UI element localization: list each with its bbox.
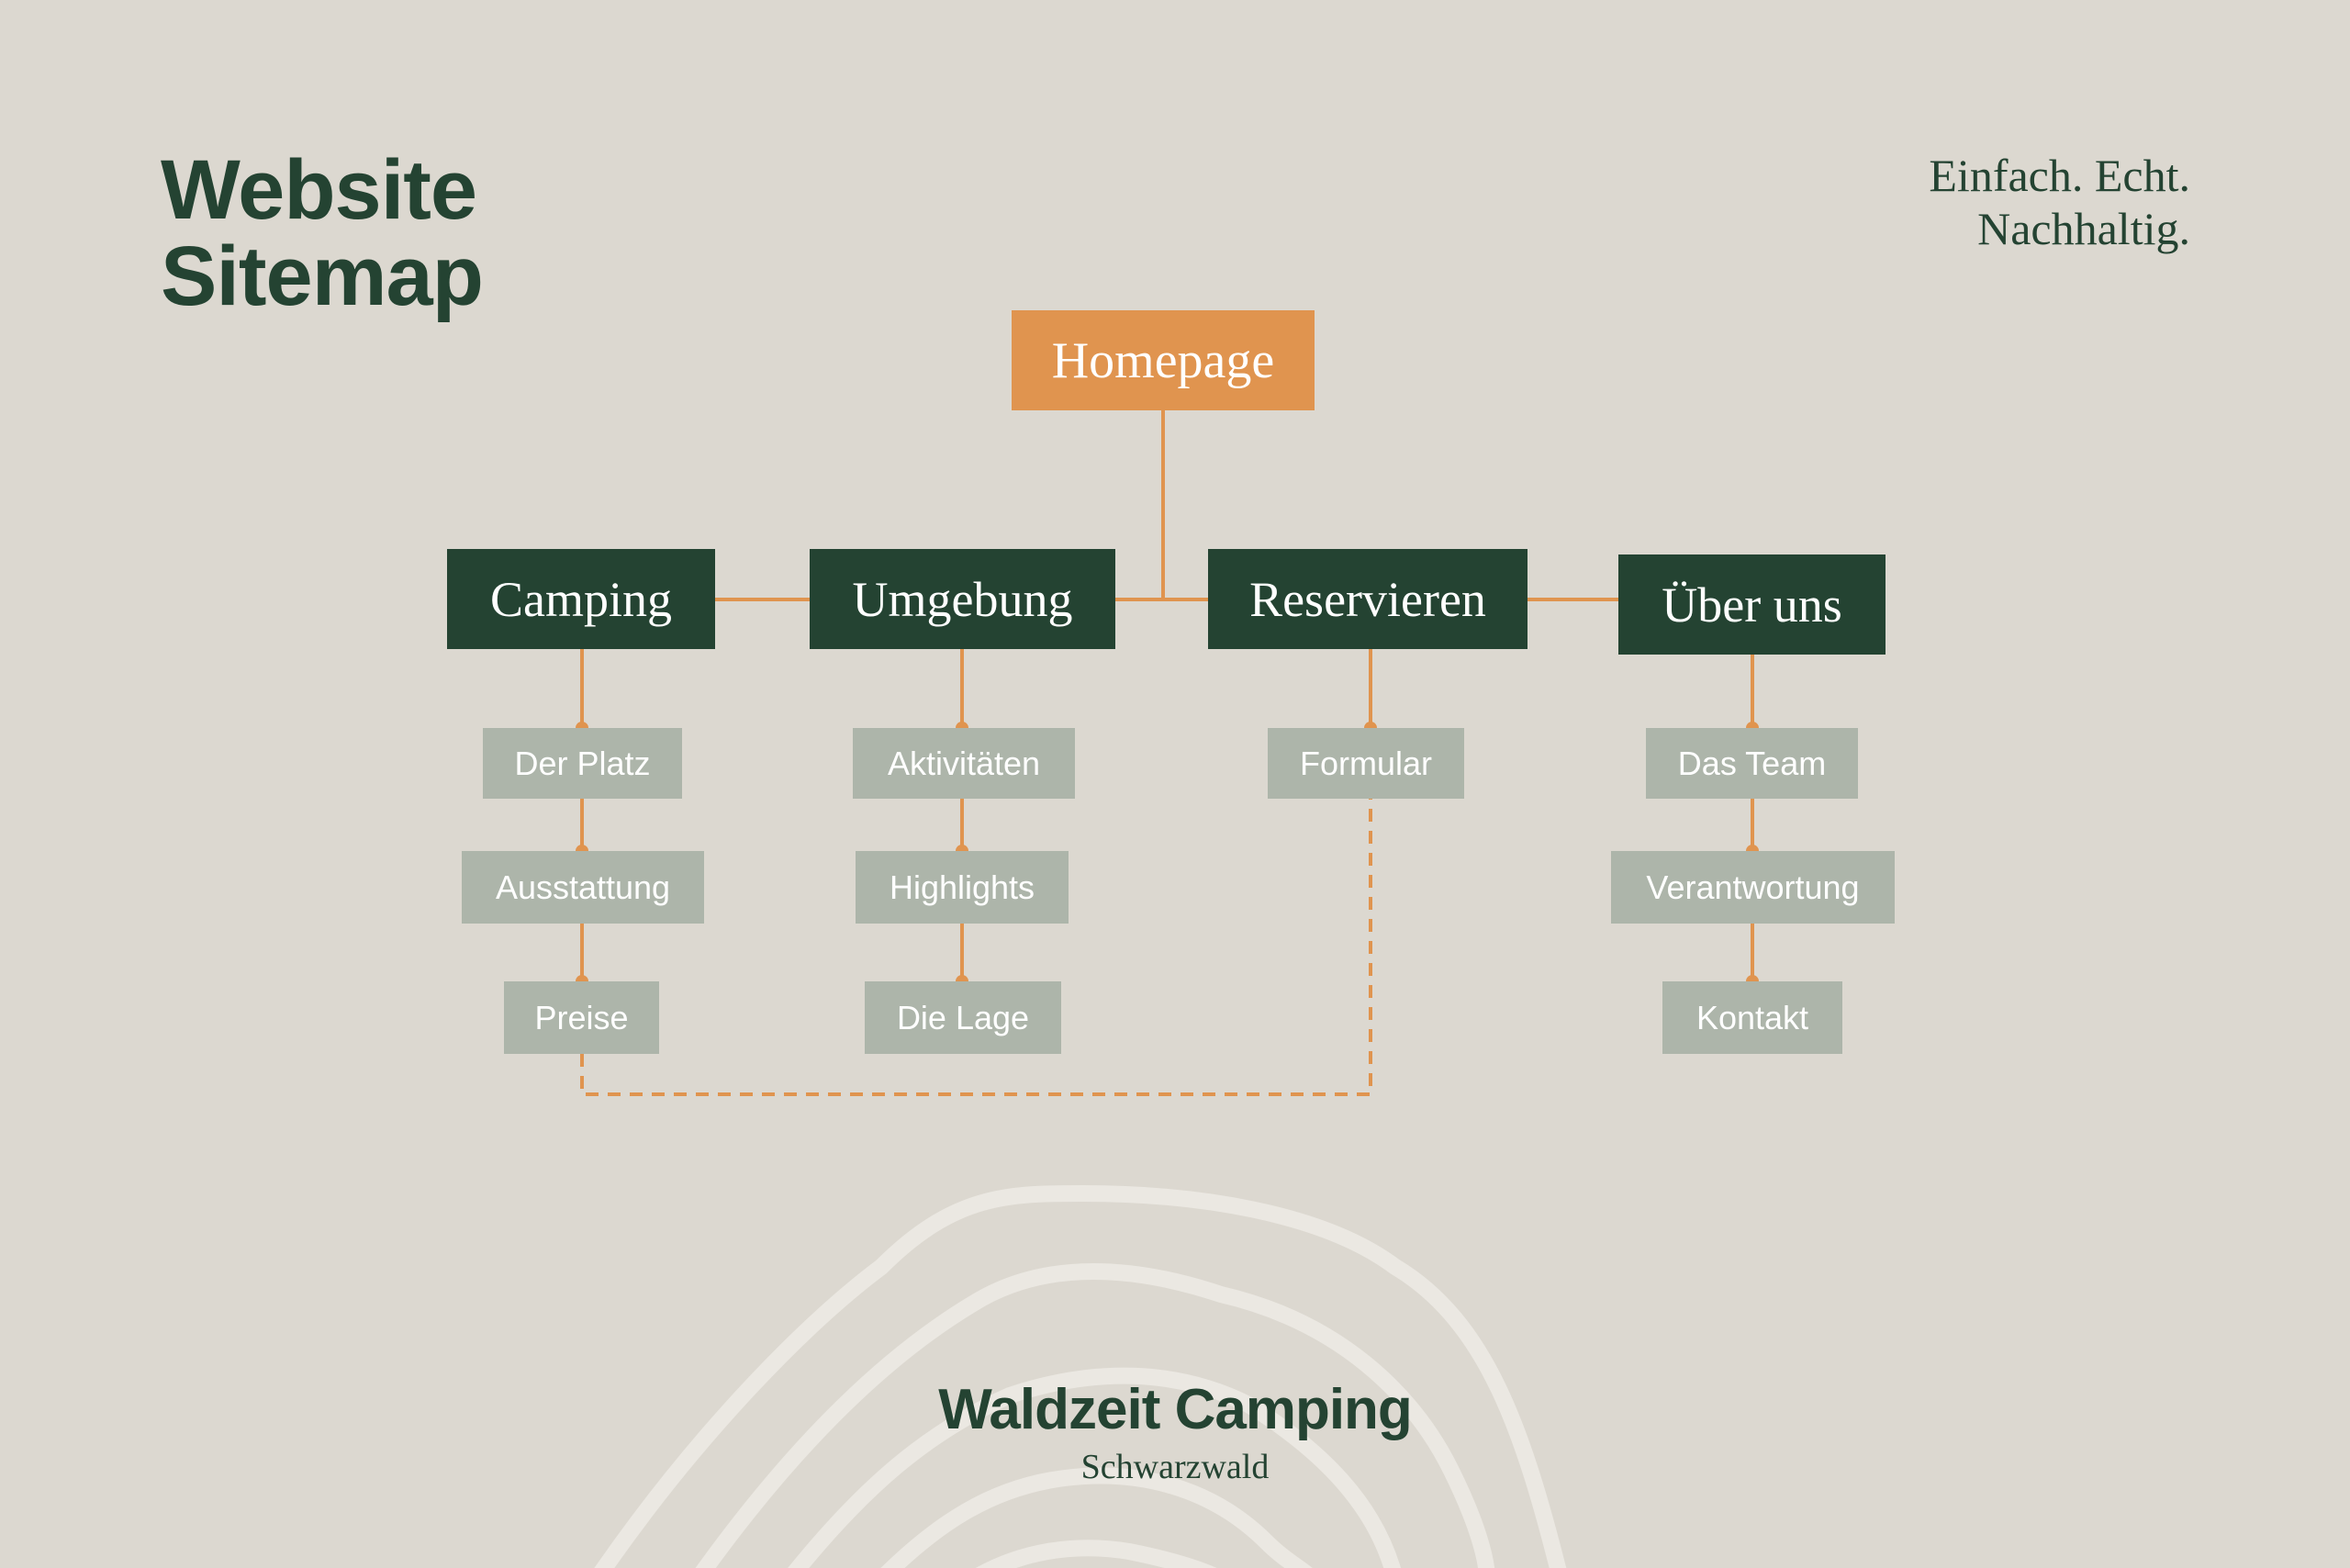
brand-region: Schwarzwald: [1080, 1448, 1270, 1486]
node-aktivitaeten: Aktivitäten: [853, 728, 1075, 799]
node-reservieren: Reservieren: [1208, 549, 1528, 649]
node-camping: Camping: [447, 549, 715, 649]
node-umgebung: Umgebung: [810, 549, 1115, 649]
node-die-lage: Die Lage: [865, 981, 1061, 1054]
tagline-line: Nachhaltig.: [1977, 203, 2190, 254]
node-verantwortung: Verantwortung: [1611, 851, 1895, 924]
node-der-platz: Der Platz: [483, 728, 682, 799]
title-line: Sitemap: [161, 230, 484, 323]
title-line: Website: [161, 143, 477, 237]
brand-name: Waldzeit Camping: [938, 1378, 1413, 1441]
tagline: Einfach. Echt. Nachhaltig.: [1929, 149, 2190, 255]
contour-line: [695, 1263, 1495, 1568]
contour-line: [594, 1184, 1567, 1568]
contour-line: [880, 1467, 1313, 1568]
node-formular: Formular: [1268, 728, 1464, 799]
dashed-cross-link: [580, 799, 1372, 1096]
node-ueber-uns: Über uns: [1618, 554, 1886, 655]
node-das-team: Das Team: [1646, 728, 1858, 799]
tagline-line: Einfach. Echt.: [1929, 150, 2190, 201]
node-highlights: Highlights: [856, 851, 1069, 924]
node-homepage: Homepage: [1012, 310, 1315, 410]
node-kontakt: Kontakt: [1662, 981, 1842, 1054]
contour-line: [975, 1540, 1217, 1568]
page-title: Website Sitemap: [161, 143, 484, 323]
contour-line: [788, 1367, 1401, 1568]
node-preise: Preise: [504, 981, 659, 1054]
node-ausstattung: Ausstattung: [462, 851, 704, 924]
